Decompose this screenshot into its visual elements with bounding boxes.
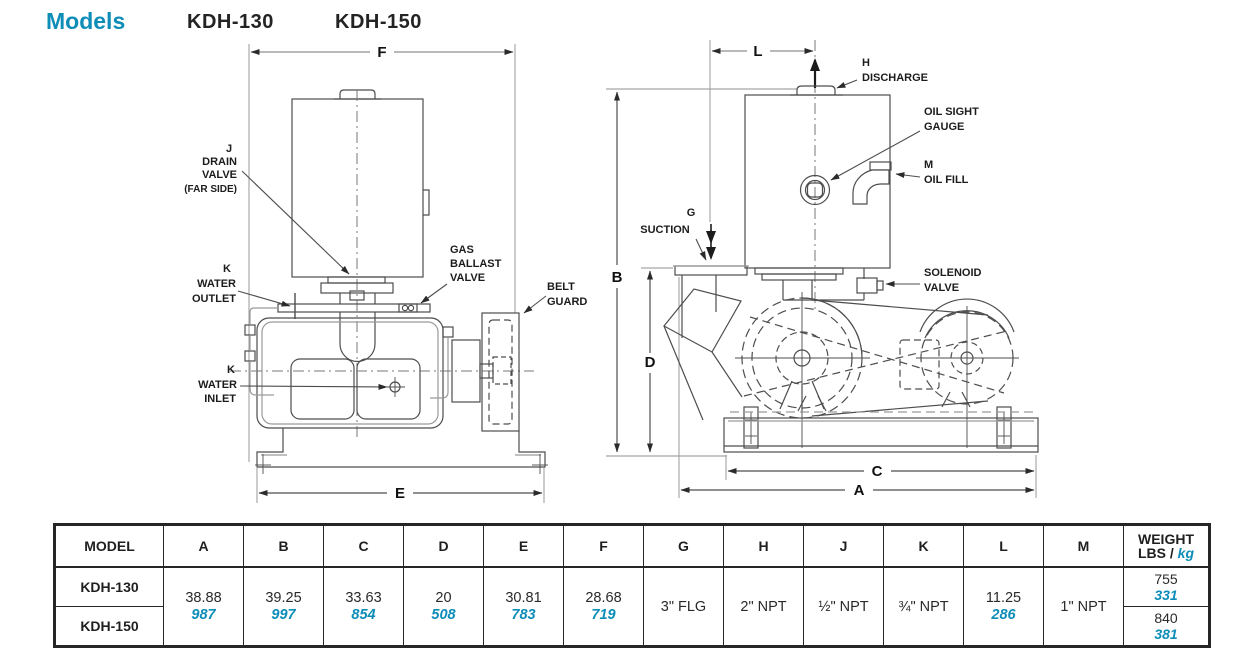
weight-header-line2: LBS / kg	[1137, 545, 1194, 561]
col-header-m: M	[1043, 524, 1124, 568]
suction-label: G	[687, 207, 696, 219]
solenoid-valve-label: SOLENOID	[924, 267, 982, 279]
water-outlet-label: WATER	[197, 278, 236, 290]
suction-label: SUCTION	[640, 224, 690, 236]
oil-sight-gauge-label: OIL SIGHT	[924, 106, 979, 118]
water-outlet-label: OUTLET	[192, 293, 236, 305]
solenoid-valve-fitting	[856, 277, 884, 294]
water-inlet-label: INLET	[204, 393, 236, 405]
col-header-b: B	[243, 524, 324, 568]
left-pump-body	[244, 307, 494, 429]
water-inlet-label: WATER	[198, 379, 237, 391]
left-oil-reservoir	[291, 89, 430, 278]
mount-brackets	[797, 395, 827, 412]
dim-label-d: D	[645, 354, 656, 371]
col-header-k: K	[883, 524, 964, 568]
dim-cell-k: ¾" NPT	[883, 566, 964, 647]
dim-cell-g: 3" FLG	[643, 566, 724, 647]
discharge-label: H	[862, 57, 870, 69]
drain-valve-label: VALVE	[202, 169, 237, 181]
kg-unit-label: kg	[1177, 545, 1194, 561]
col-header-h: H	[723, 524, 804, 568]
tank-outlet-piping	[754, 267, 865, 301]
left-base	[255, 428, 548, 474]
dim-f-lines	[248, 44, 516, 462]
dim-label-l: L	[753, 43, 762, 60]
col-header-j: J	[803, 524, 884, 568]
col-header-g: G	[643, 524, 724, 568]
technical-drawing: F E J DRAIN VALVE (FAR SIDE) K WATER OUT…	[184, 40, 1039, 503]
dim-label-b: B	[612, 269, 623, 286]
suction-intake-horn	[663, 288, 743, 421]
col-header-model: MODEL	[54, 524, 164, 568]
col-header-a: A	[163, 524, 244, 568]
model-name-kdh-130: KDH-130	[187, 11, 274, 33]
weight-header-line1: WEIGHT	[1138, 531, 1194, 547]
water-inlet-label: K	[227, 364, 235, 376]
dim-label-e: E	[395, 485, 405, 502]
gas-ballast-valve-fitting	[398, 303, 418, 313]
model-name-kdh-150: KDH-150	[335, 11, 422, 33]
right-base	[723, 406, 1039, 453]
model-cell-kdh-130: KDH-130	[54, 566, 164, 607]
discharge-label: DISCHARGE	[862, 72, 928, 84]
motor-pulley	[916, 298, 1019, 448]
left-leader-lines	[237, 170, 547, 390]
discharge-port	[790, 58, 843, 96]
col-header-e: E	[483, 524, 564, 568]
right-leader-lines	[695, 79, 921, 287]
oil-sight-gauge	[799, 174, 831, 206]
gas-ballast-valve-label: VALVE	[450, 272, 485, 284]
drain-valve-label: (FAR SIDE)	[184, 184, 237, 195]
col-header-weight: WEIGHT LBS / kg	[1123, 524, 1210, 568]
belt-guard-label: BELT	[547, 281, 575, 293]
drive-pulley	[735, 292, 870, 448]
drain-valve-label: J	[226, 143, 232, 155]
belt-guard-label: GUARD	[547, 296, 587, 308]
dim-cell-j: ½" NPT	[803, 566, 884, 647]
solenoid-valve-label: VALVE	[924, 282, 959, 294]
dim-label-c: C	[872, 463, 883, 480]
page-title: Models	[46, 8, 126, 34]
col-header-d: D	[403, 524, 484, 568]
table-header-row: MODEL A B C D E F G H J K L M WEIGHT LBS…	[54, 524, 1210, 568]
oil-fill-fitting	[852, 161, 892, 205]
dim-e-lines	[256, 468, 545, 503]
drain-valve-label: DRAIN	[202, 156, 237, 168]
left-belt-guard	[481, 312, 520, 432]
belt-drive	[743, 299, 1008, 417]
oil-fill-label: M	[924, 159, 933, 171]
oil-sight-gauge-label: GAUGE	[924, 121, 964, 133]
dimension-table: MODEL A B C D E F G H J K L M WEIGHT LBS…	[53, 523, 1211, 648]
col-header-l: L	[963, 524, 1044, 568]
dim-label-a: A	[854, 482, 865, 499]
right-view-drawing: L B D C A H DISCHARGE OIL SIGHT GAUGE M …	[606, 40, 1039, 499]
gas-ballast-valve-label: GAS	[450, 244, 474, 256]
model-cell-kdh-150: KDH-150	[54, 606, 164, 647]
left-flange-assembly	[320, 276, 394, 363]
dim-cell-h: 2" NPT	[723, 566, 804, 647]
col-header-f: F	[563, 524, 644, 568]
oil-fill-label: OIL FILL	[924, 174, 969, 186]
dim-label-f: F	[377, 44, 386, 61]
col-header-c: C	[323, 524, 404, 568]
dim-cell-m: 1" NPT	[1043, 566, 1124, 647]
water-outlet-label: K	[223, 263, 231, 275]
water-inlet-port	[385, 377, 405, 397]
dim-construction-lines	[606, 40, 1037, 498]
suction-flange	[673, 224, 749, 338]
left-view-drawing: F E J DRAIN VALVE (FAR SIDE) K WATER OUT…	[184, 44, 587, 503]
gas-ballast-valve-label: BALLAST	[450, 258, 502, 270]
